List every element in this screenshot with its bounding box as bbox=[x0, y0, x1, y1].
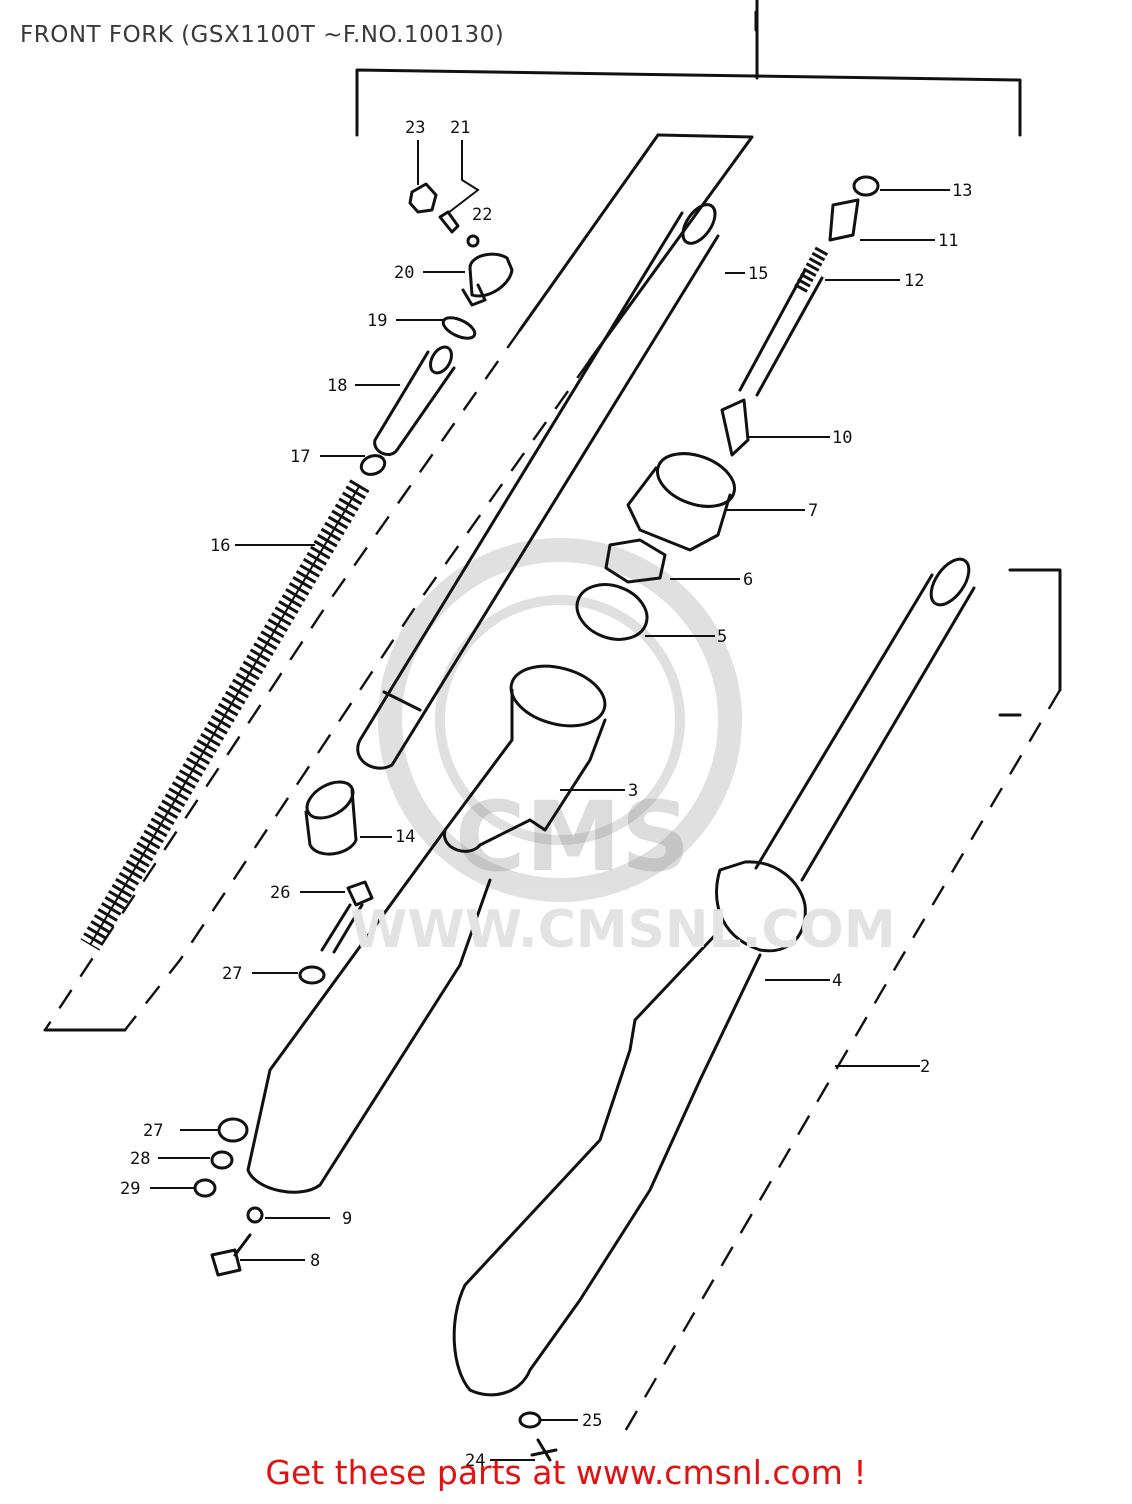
callout-28: 28 bbox=[130, 1149, 150, 1169]
part-8-bolt bbox=[210, 1233, 252, 1277]
part-15-inner-tube bbox=[356, 203, 720, 770]
part-18-spacer bbox=[373, 345, 456, 456]
part-4-outer-tube-right bbox=[452, 557, 976, 1397]
part-6-stopper-ring bbox=[604, 538, 667, 584]
footer-link[interactable]: Get these parts at www.cmsnl.com ! bbox=[265, 1453, 867, 1492]
callout-23: 23 bbox=[405, 118, 425, 138]
part-20-cap-bolt bbox=[461, 252, 514, 307]
part-7-dust-seal bbox=[626, 452, 736, 552]
callout-labels: 2 3 4 5 6 7 8 9 10 11 12 13 14 15 16 17 … bbox=[120, 118, 972, 1471]
callout-27-lower: 27 bbox=[143, 1121, 163, 1141]
callout-8: 8 bbox=[310, 1251, 320, 1271]
part-23-cap-nut bbox=[408, 182, 438, 214]
callout-10: 10 bbox=[832, 428, 852, 448]
part-21-air-valve bbox=[438, 210, 460, 234]
callout-12: 12 bbox=[904, 271, 924, 291]
part-11-damper-rod bbox=[738, 198, 860, 397]
callout-15: 15 bbox=[748, 264, 768, 284]
part-12-rebound-spring bbox=[793, 246, 829, 294]
part-25-washer bbox=[518, 1411, 542, 1429]
part-24-bolt bbox=[530, 1438, 558, 1462]
leader-lines bbox=[150, 140, 950, 1461]
part-19-o-ring bbox=[441, 316, 477, 340]
callout-5: 5 bbox=[717, 627, 727, 647]
part-3-outer-tube-left bbox=[246, 664, 607, 1194]
callout-24: 24 bbox=[465, 1451, 485, 1471]
part-5-oil-seal bbox=[575, 583, 649, 641]
callout-13: 13 bbox=[952, 181, 972, 201]
part-28-washer bbox=[210, 1150, 234, 1170]
part-27-washer-upper bbox=[298, 965, 326, 985]
callout-7: 7 bbox=[808, 501, 818, 521]
part-9-gasket bbox=[246, 1206, 264, 1224]
callout-11: 11 bbox=[938, 231, 958, 251]
part-27-washer-lower bbox=[217, 1117, 249, 1143]
callout-4: 4 bbox=[832, 971, 842, 991]
callout-18: 18 bbox=[327, 376, 347, 396]
callout-9: 9 bbox=[342, 1209, 352, 1229]
callout-21: 21 bbox=[450, 118, 470, 138]
callout-19: 19 bbox=[367, 311, 387, 331]
callout-16: 16 bbox=[210, 536, 230, 556]
callout-20: 20 bbox=[394, 263, 414, 283]
diagram-title: FRONT FORK (GSX1100T ~F.NO.100130) bbox=[20, 22, 505, 48]
callout-2: 2 bbox=[920, 1057, 930, 1077]
inner-tube-frame bbox=[43, 133, 754, 1032]
part-10-piston-ring bbox=[720, 398, 750, 457]
part-14-oil-lock-piece bbox=[304, 780, 358, 856]
part-26-bolt bbox=[320, 880, 374, 954]
assembly-bracket bbox=[355, 0, 1022, 137]
callout-27-upper: 27 bbox=[222, 964, 242, 984]
callout-29: 29 bbox=[120, 1179, 140, 1199]
callout-14: 14 bbox=[395, 827, 415, 847]
callout-6: 6 bbox=[743, 570, 753, 590]
watermark-logo bbox=[378, 538, 742, 902]
part-17-washer bbox=[359, 454, 387, 476]
callout-3: 3 bbox=[628, 781, 638, 801]
callout-26: 26 bbox=[270, 883, 290, 903]
part-16-spring bbox=[80, 479, 370, 951]
svg-text:CMS: CMS bbox=[455, 781, 690, 893]
outer-tube-frame bbox=[618, 568, 1062, 1441]
part-22-o-ring bbox=[466, 234, 480, 248]
callout-22: 22 bbox=[472, 205, 492, 225]
part-13-cap bbox=[852, 175, 880, 197]
callout-25: 25 bbox=[582, 1411, 602, 1431]
watermark-text: WWW.CMSNL.COM bbox=[350, 900, 896, 960]
part-29-washer bbox=[193, 1178, 217, 1198]
callout-17: 17 bbox=[290, 447, 310, 467]
watermark-cms: CMS bbox=[455, 781, 690, 893]
